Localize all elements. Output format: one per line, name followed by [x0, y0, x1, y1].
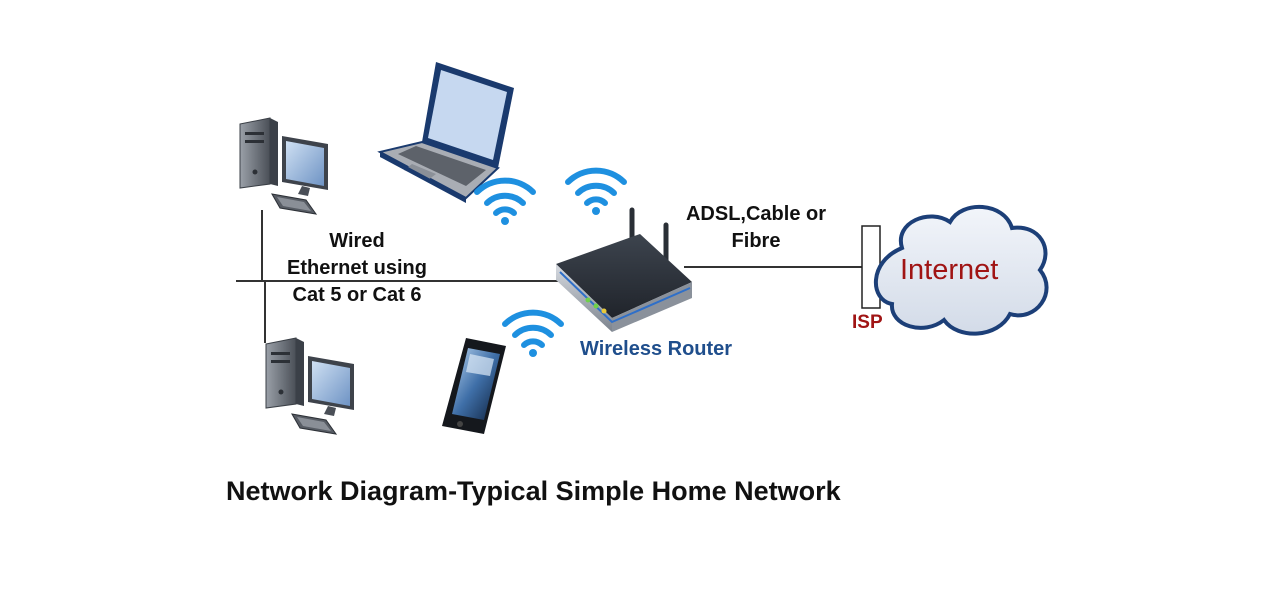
broadband-connection-label: ADSL,Cable or Fibre: [656, 201, 856, 255]
wired-label-line-3: Cat 5 or Cat 6: [292, 284, 422, 306]
laptop-icon: [377, 62, 514, 203]
wired-label-line-1: Wired: [329, 230, 385, 252]
broadband-label-line-1: ADSL,Cable or: [685, 203, 827, 225]
isp-label: ISP: [852, 312, 883, 333]
internet-label: Internet: [900, 254, 999, 286]
broadband-label-line-2: Fibre: [731, 230, 781, 252]
smartphone-icon: [442, 338, 506, 434]
desktop-computer-icon: [239, 117, 328, 215]
diagram-title: Network Diagram-Typical Simple Home Netw…: [226, 476, 841, 506]
wired-label-line-2: Ethernet using: [286, 257, 427, 279]
connection-lines: [236, 210, 862, 343]
router-label: Wireless Router: [580, 338, 733, 360]
wifi-icon: [502, 309, 564, 357]
wifi-icon: [474, 177, 536, 225]
wireless-router-icon: [556, 207, 692, 332]
cloud-icon: [874, 205, 1049, 336]
wifi-icon: [565, 167, 627, 215]
desktop-computer-icon: [265, 337, 354, 435]
wired-connection-label: Wired Ethernet using Cat 5 or Cat 6: [262, 228, 452, 309]
